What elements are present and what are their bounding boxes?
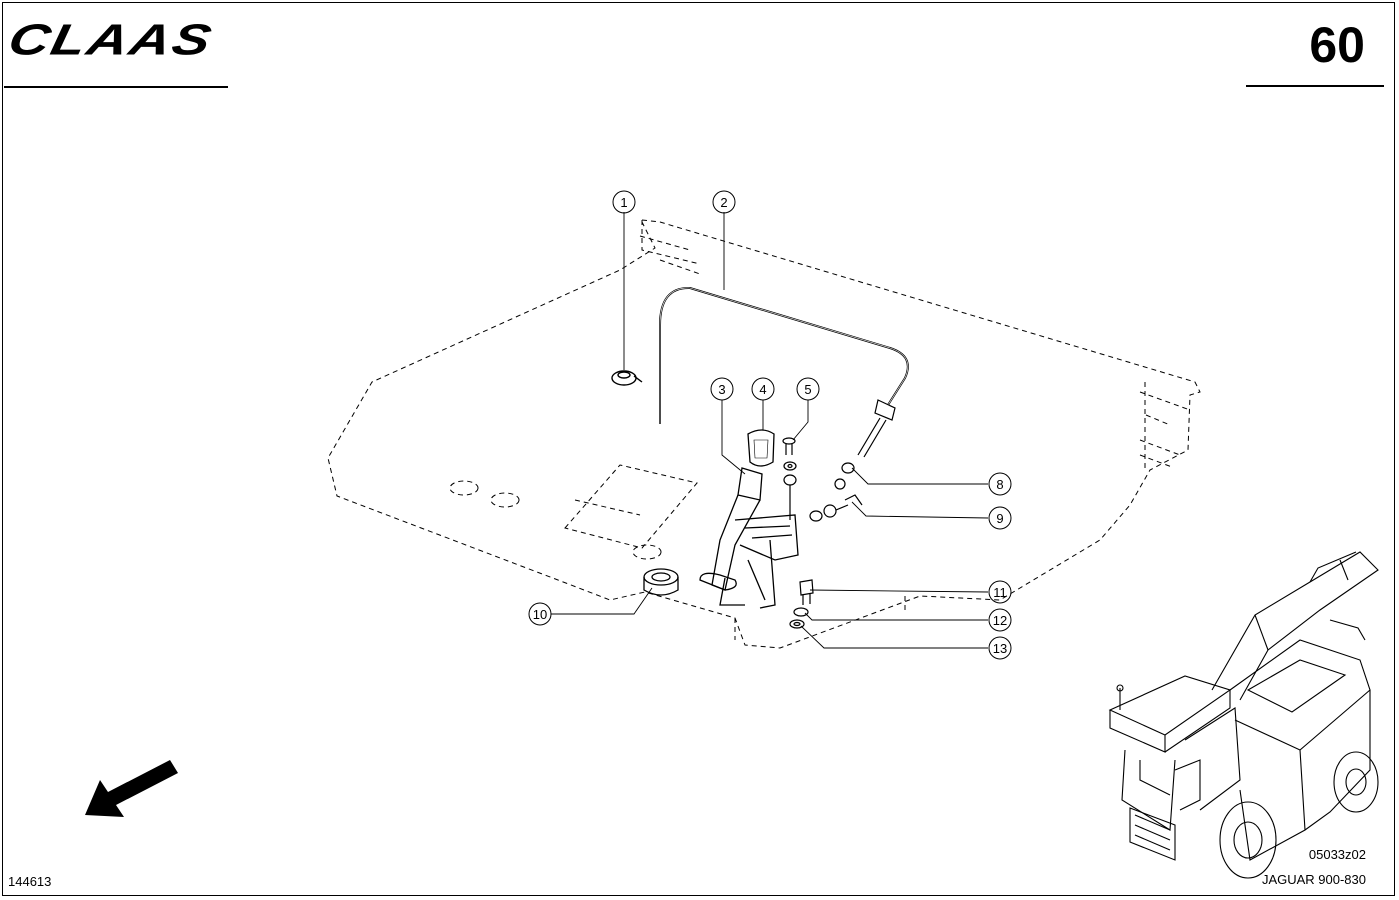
callout-label: 11 — [993, 585, 1007, 600]
throttle-cable — [659, 286, 909, 458]
document-id: 144613 — [8, 874, 52, 889]
callout-label: 12 — [993, 613, 1007, 628]
bushing-part — [643, 568, 679, 596]
model-name: JAGUAR 900-830 — [1261, 872, 1366, 887]
cab-floor-outline — [327, 219, 1201, 649]
callout-circles — [528, 190, 1012, 660]
accelerator-pedal-part — [699, 467, 799, 609]
callout-label: 9 — [996, 511, 1003, 526]
figure-code: 05033z02 — [1308, 847, 1366, 862]
callout-label: 4 — [759, 382, 766, 397]
page-number: 60 — [1309, 17, 1365, 73]
page-number-underline — [1246, 85, 1384, 87]
callout-label: 10 — [533, 607, 547, 622]
callout-labels: 1 2 3 4 5 8 9 10 11 12 13 — [533, 195, 1007, 656]
pedal-pad-part — [747, 429, 775, 467]
forage-harvester-icon — [1108, 551, 1379, 879]
direction-arrow-icon — [85, 760, 178, 817]
callout-label: 8 — [996, 477, 1003, 492]
callout-label: 2 — [720, 195, 727, 210]
callout-label: 3 — [718, 382, 725, 397]
hardware-parts — [782, 437, 863, 522]
callout-label: 1 — [620, 195, 627, 210]
callout-leader-lines — [551, 212, 989, 649]
callout-label: 13 — [993, 641, 1007, 656]
brand-underline — [4, 86, 228, 88]
callout-label: 5 — [804, 382, 811, 397]
switch-part — [789, 579, 814, 629]
cable-clip-part — [611, 370, 643, 386]
